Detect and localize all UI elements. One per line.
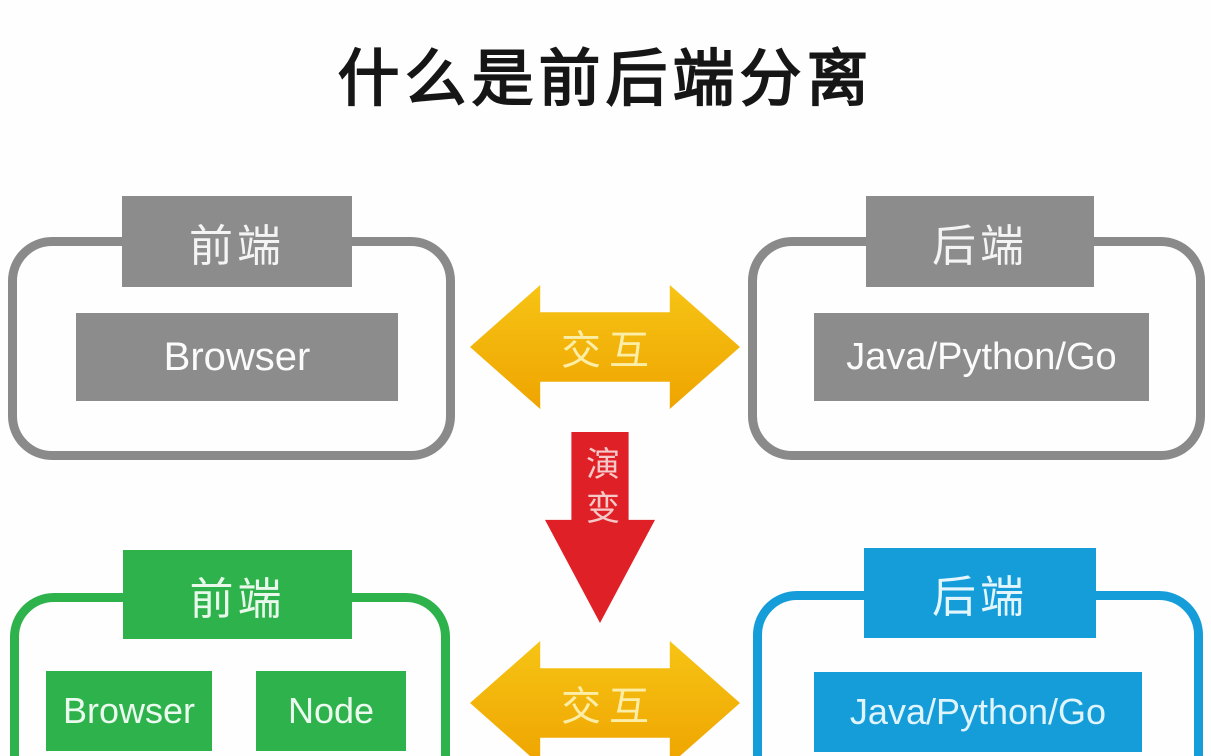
- top-interaction-arrow-label: 交互: [561, 329, 657, 373]
- top-frontend-tab-label: 前端: [122, 196, 352, 287]
- evolution-arrow-label: 演变: [580, 446, 619, 534]
- bottom-browser-box: Browser: [46, 671, 212, 751]
- top-interaction-arrow-icon: 交互: [470, 285, 740, 409]
- top-backend-tab-label: 后端: [866, 196, 1094, 287]
- bottom-interaction-arrow-icon: 交互: [470, 641, 740, 756]
- bottom-backend-tab-label: 后端: [864, 548, 1096, 638]
- top-java-python-go-box: Java/Python/Go: [814, 313, 1149, 401]
- diagram-title: 什么是前后端分离: [337, 45, 874, 114]
- bottom-interaction-arrow-label: 交互: [561, 685, 657, 729]
- bottom-java-python-go-box: Java/Python/Go: [814, 672, 1142, 752]
- bottom-frontend-tab-label: 前端: [123, 550, 352, 639]
- top-browser-box: Browser: [76, 313, 398, 401]
- evolution-down-arrow-icon: 演变: [545, 432, 655, 623]
- bottom-node-box: Node: [256, 671, 406, 751]
